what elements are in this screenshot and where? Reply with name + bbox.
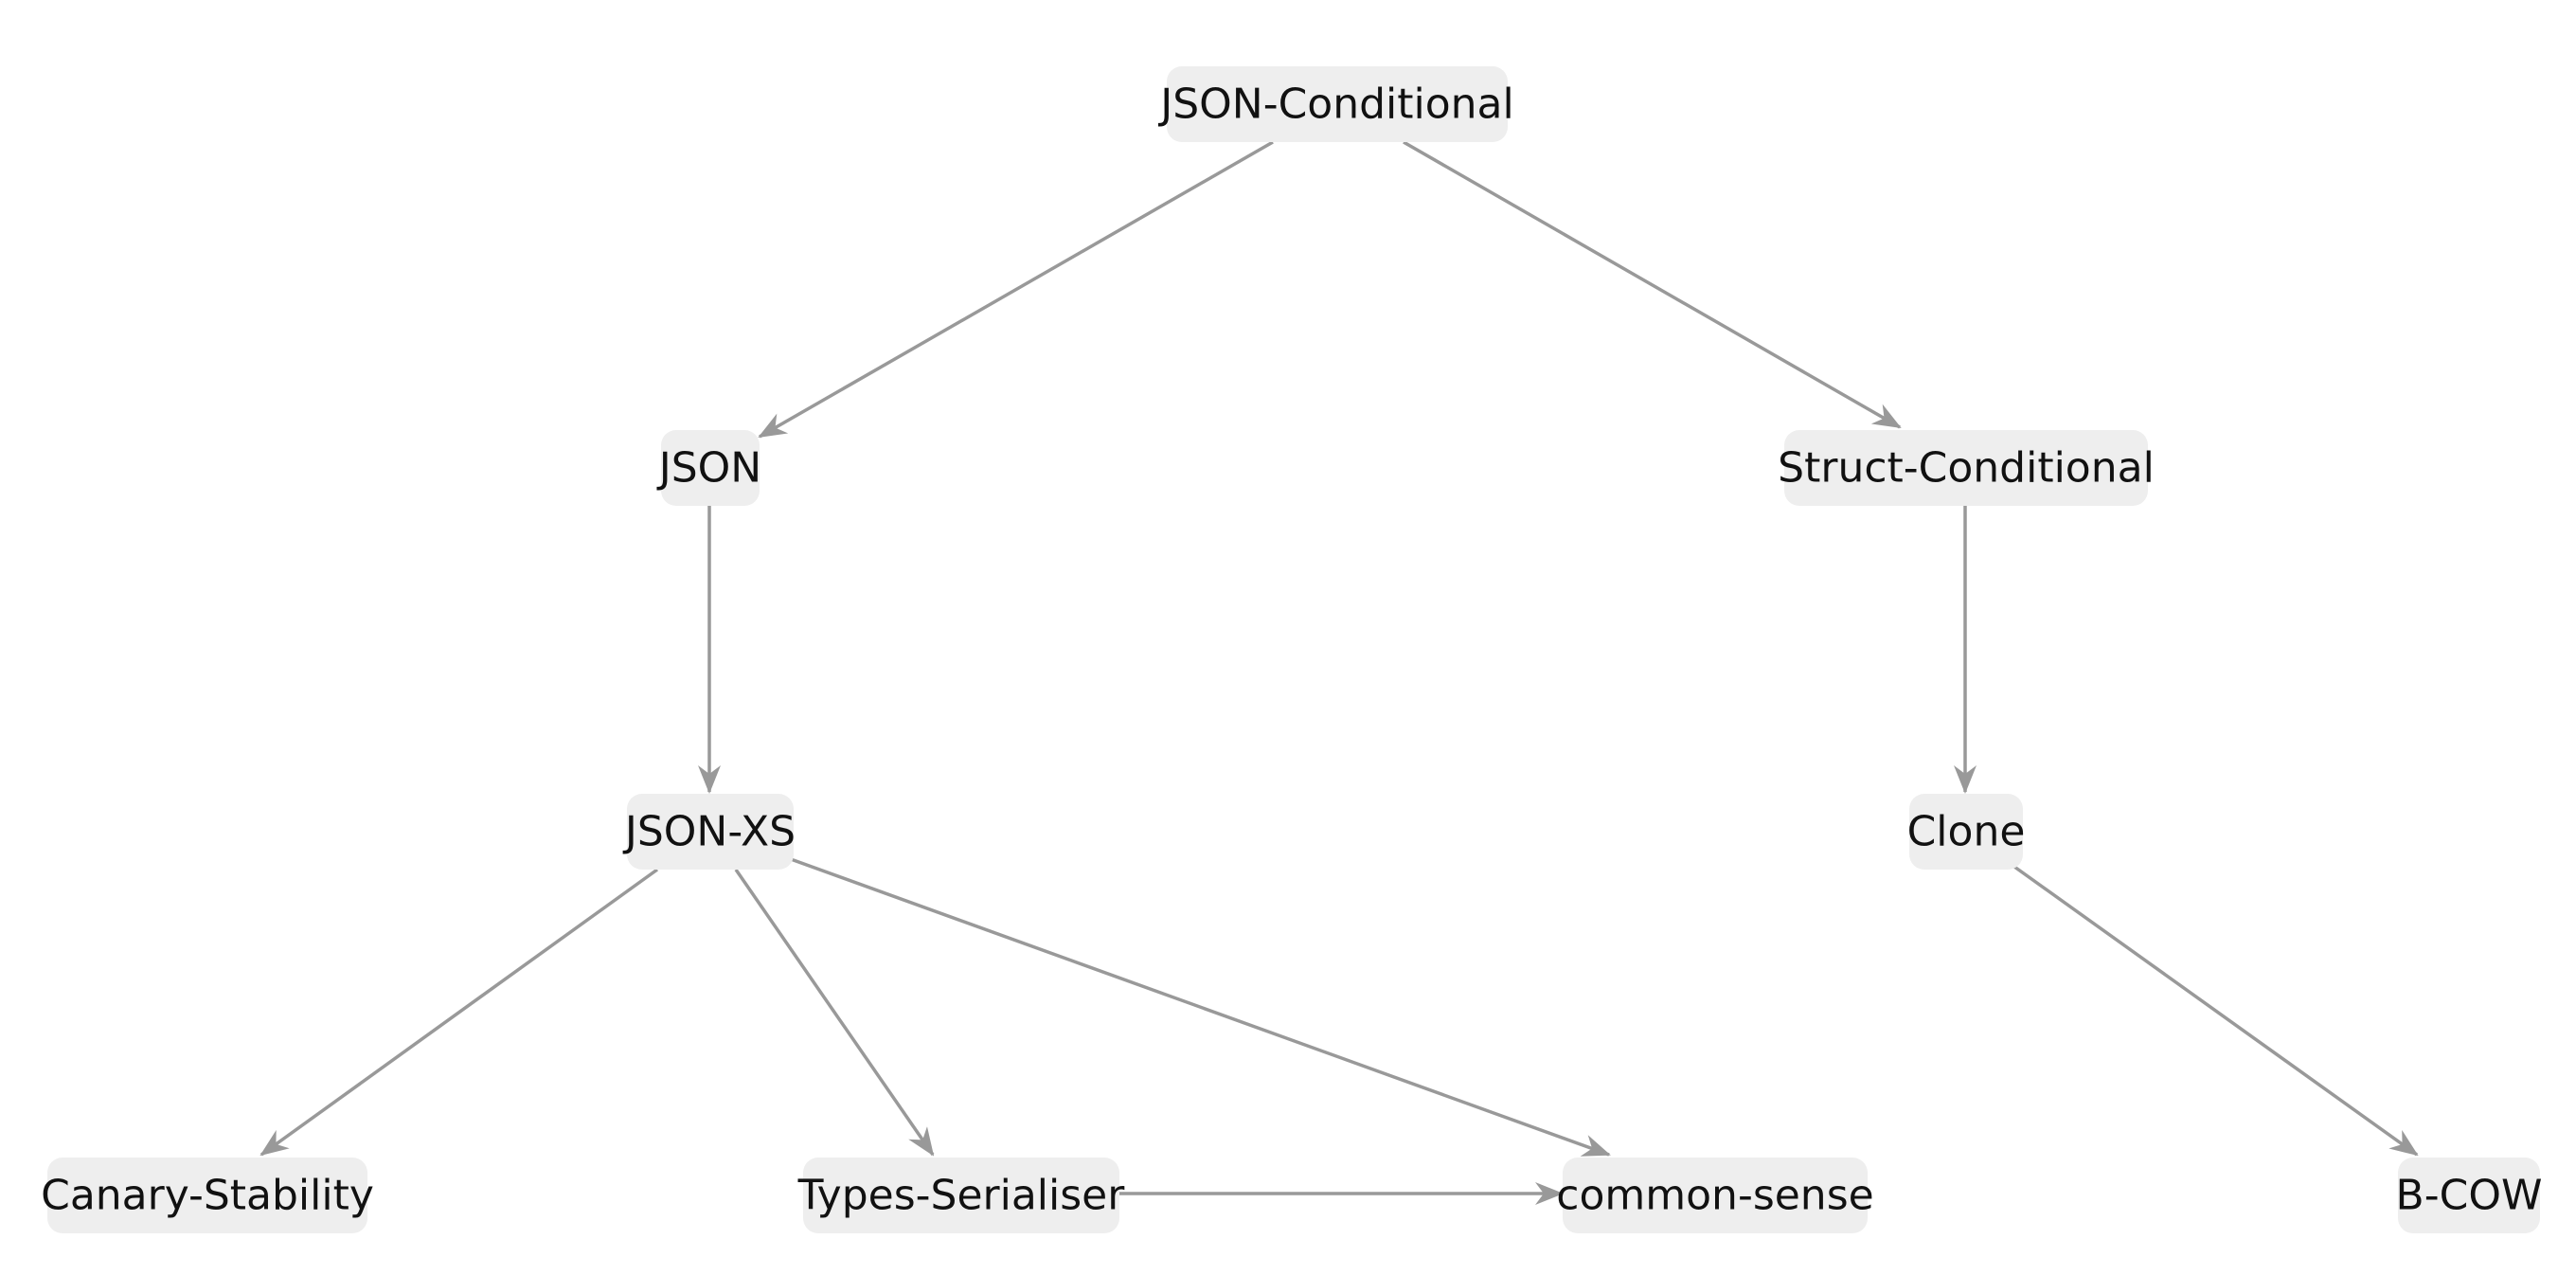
- edge-json-conditional-to-struct-conditional: [1403, 140, 1902, 429]
- node-types-serialiser[interactable]: Types-Serialiser: [797, 1158, 1126, 1233]
- edge-json-conditional-to-json: [758, 140, 1274, 439]
- nodes: JSON-Conditional JSON Struct-Conditional…: [41, 66, 2542, 1233]
- node-common-sense[interactable]: common-sense: [1556, 1158, 1874, 1233]
- node-json[interactable]: JSON: [656, 430, 761, 506]
- edges: [259, 140, 2419, 1205]
- node-label: Clone: [1907, 808, 2026, 856]
- edge-json-xs-to-canary-stability: [259, 868, 659, 1157]
- node-json-xs[interactable]: JSON-XS: [622, 794, 796, 870]
- node-json-conditional[interactable]: JSON-Conditional: [1157, 66, 1514, 142]
- edge-clone-to-b-cow: [2012, 865, 2419, 1157]
- node-label: Types-Serialiser: [797, 1172, 1126, 1220]
- node-label: JSON: [656, 444, 761, 493]
- node-label: Canary-Stability: [41, 1172, 374, 1220]
- node-clone[interactable]: Clone: [1907, 794, 2026, 870]
- node-canary-stability[interactable]: Canary-Stability: [41, 1158, 374, 1233]
- node-label: JSON-XS: [622, 808, 796, 856]
- node-b-cow[interactable]: B-COW: [2396, 1158, 2543, 1233]
- edge-json-xs-to-types-serialiser: [734, 869, 935, 1157]
- node-label: common-sense: [1556, 1172, 1873, 1220]
- node-label: JSON-Conditional: [1157, 81, 1513, 129]
- node-label: B-COW: [2396, 1172, 2543, 1220]
- edge-json-xs-to-common-sense: [790, 857, 1611, 1157]
- node-struct-conditional[interactable]: Struct-Conditional: [1778, 430, 2155, 506]
- node-label: Struct-Conditional: [1778, 444, 2155, 493]
